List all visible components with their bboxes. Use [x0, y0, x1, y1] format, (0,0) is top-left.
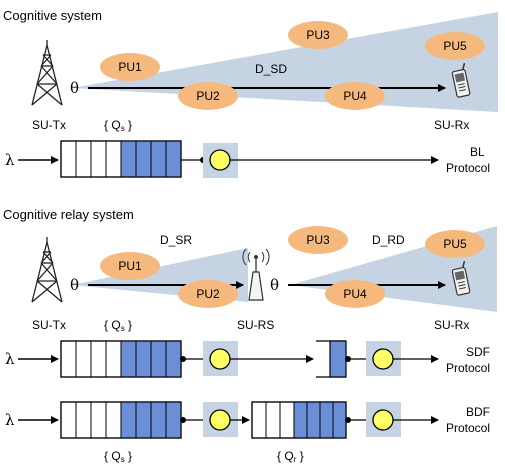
pu-ellipse-4: PU4: [325, 82, 385, 110]
relay-antenna-icon: [242, 248, 270, 301]
protocol-label-sdf: SDF: [466, 345, 490, 359]
protocol-label-bdf: BDF: [466, 405, 490, 419]
distance-label: D_SD: [255, 62, 287, 76]
protocol-label-bdf-sub: Protocol: [446, 421, 490, 435]
pu-ellipse-1: PU1: [100, 53, 160, 81]
protocol-label-bl: BL: [470, 145, 485, 159]
pu-label: PU2: [196, 89, 220, 103]
transmission-tower-icon-2: [31, 237, 63, 303]
junction-dot: [180, 356, 186, 362]
pu-label: PU1: [118, 259, 142, 273]
distance-label-sr: D_SR: [160, 233, 192, 247]
pu-label: PU5: [443, 39, 467, 53]
arrival-rate-lambda: λ: [5, 151, 15, 169]
mobile-phone-icon: [451, 63, 471, 98]
source-queue-buffer: [60, 140, 182, 178]
relay-queue-buffer-sdf: [316, 340, 347, 378]
distance-label-rd: D_RD: [372, 233, 405, 247]
theta-symbol: θ: [70, 79, 79, 97]
junction-dot: [345, 356, 351, 362]
source-queue-buffer-bdf: [60, 401, 182, 439]
arrival-rate-lambda-bdf: λ: [5, 411, 15, 429]
pu-ellipse-3: PU3: [288, 21, 348, 49]
queue-qs-label: { Qs }: [104, 118, 132, 133]
protocol-label-sdf-sub: Protocol: [446, 361, 490, 375]
pu-label: PU4: [343, 89, 367, 103]
su-tx-label-2: SU-Tx: [32, 318, 66, 332]
relay-queue-buffer-bdf: [251, 401, 347, 439]
su-tx-label: SU-Tx: [32, 118, 66, 132]
su-rx-label: SU-Rx: [434, 118, 469, 132]
pu-label: PU2: [196, 287, 220, 301]
pu-ellipse-2: PU2: [178, 82, 238, 110]
pu-ellipse-5: PU5: [425, 230, 485, 258]
pu-ellipse-5: PU5: [425, 32, 485, 60]
theta-symbol-1: θ: [70, 276, 79, 294]
protocol-label-bl-sub: Protocol: [446, 161, 490, 175]
pu-label: PU5: [443, 237, 467, 251]
pu-ellipse-3: PU3: [288, 226, 348, 254]
pu-label: PU3: [306, 28, 330, 42]
section-title-cognitive-system: Cognitive system: [3, 8, 102, 23]
queue-qs-label-sdf: { Qs }: [104, 318, 132, 333]
su-rs-label: SU-RS: [237, 318, 274, 332]
mobile-phone-icon-2: [451, 261, 471, 296]
pu-ellipse-4: PU4: [325, 280, 385, 308]
pu-label: PU1: [118, 60, 142, 74]
theta-symbol-2: θ: [270, 276, 279, 294]
queue-qs-label-bdf: { Qs }: [104, 449, 132, 464]
section-title-cognitive-relay: Cognitive relay system: [3, 207, 134, 222]
pu-ellipse-1: PU1: [100, 252, 160, 280]
junction-dot: [345, 417, 351, 423]
transmission-tower-icon: [31, 40, 63, 106]
su-rx-label-2: SU-Rx: [434, 318, 469, 332]
arrival-rate-lambda-sdf: λ: [5, 350, 15, 368]
source-queue-buffer-sdf: [60, 340, 182, 378]
queue-qr-label-bdf: { Qr }: [277, 449, 304, 464]
pu-label: PU3: [306, 233, 330, 247]
pu-label: PU4: [343, 287, 367, 301]
junction-dot: [180, 417, 186, 423]
pu-ellipse-2: PU2: [178, 280, 238, 308]
